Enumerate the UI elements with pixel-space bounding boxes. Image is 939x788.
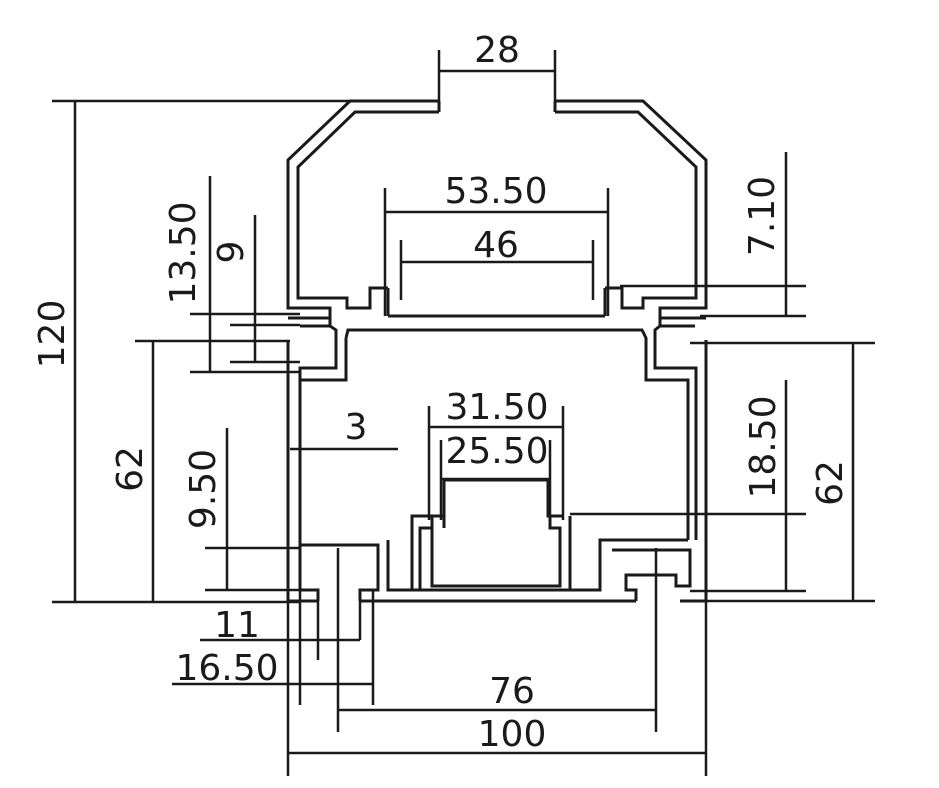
dimension-lines bbox=[52, 50, 875, 776]
dim-foot-width-inner: 11 bbox=[214, 605, 260, 646]
dim-top-opening: 28 bbox=[474, 30, 520, 71]
dim-upper-inner-width: 46 bbox=[473, 225, 519, 266]
dim-left-step-lower: 9 bbox=[211, 241, 252, 264]
dim-foot-width-outer: 16.50 bbox=[175, 648, 278, 689]
dim-left-foot-height: 9.50 bbox=[183, 449, 224, 529]
dim-center-outer-width: 31.50 bbox=[445, 387, 548, 428]
dim-wall-thickness: 3 bbox=[345, 407, 368, 448]
dim-upper-outer-width: 53.50 bbox=[444, 171, 547, 212]
dim-left-section-height: 62 bbox=[110, 446, 151, 492]
dim-total-width: 100 bbox=[478, 714, 547, 755]
dim-center-inner-width: 25.50 bbox=[445, 431, 548, 472]
dimension-labels: 28 53.50 46 120 13.50 9 7.10 3 31.50 25.… bbox=[32, 30, 851, 755]
dim-total-height: 120 bbox=[32, 300, 73, 369]
dim-right-step-upper: 7.10 bbox=[742, 176, 783, 256]
upper-cap-profile bbox=[286, 99, 708, 328]
dim-right-section-height: 62 bbox=[810, 460, 851, 506]
dim-left-step-upper: 13.50 bbox=[163, 201, 204, 304]
dim-bottom-span: 76 bbox=[489, 671, 535, 712]
dim-right-inner-height: 18.50 bbox=[743, 395, 784, 498]
